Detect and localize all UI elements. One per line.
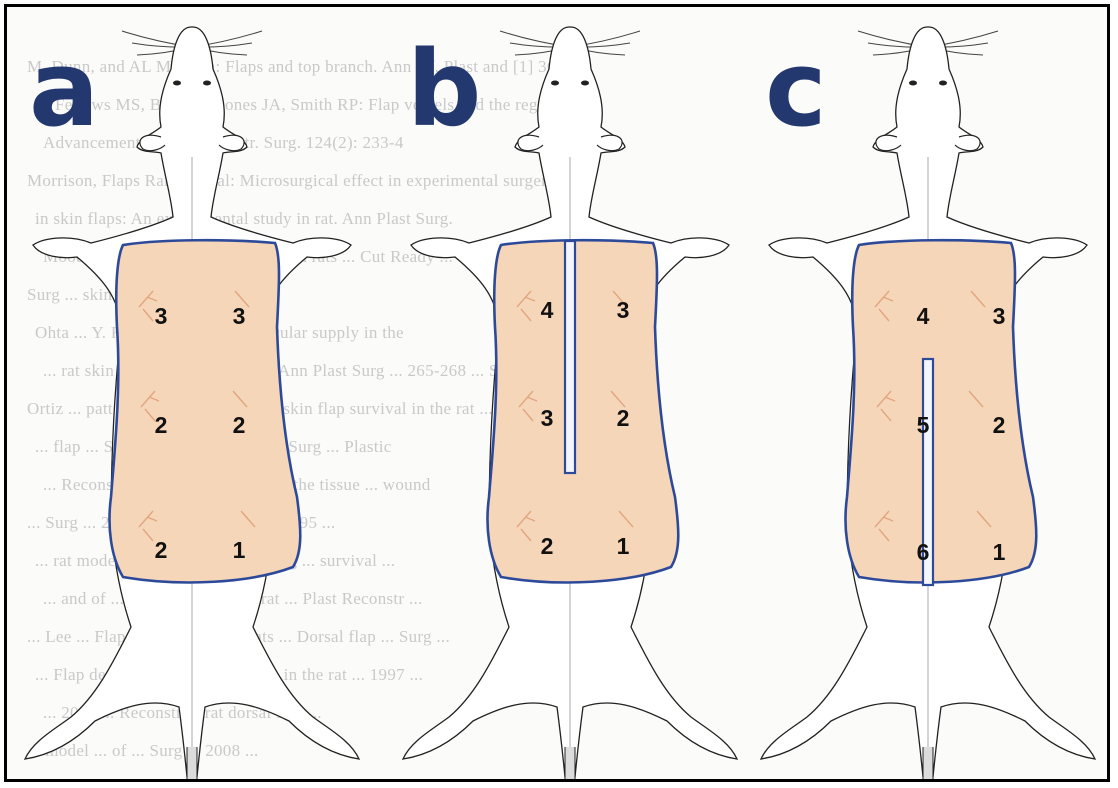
rat-eye [203,81,211,86]
region-number: 3 [532,405,562,431]
rat-eye [551,81,559,86]
rat-tail [923,747,933,782]
region-number: 5 [908,412,938,438]
region-number: 2 [984,412,1014,438]
rat-eye [581,81,589,86]
region-number: 1 [984,539,1014,565]
region-number: 1 [224,537,254,563]
rat-tail [565,747,575,782]
rat-eye [909,81,917,86]
panel-a: a 3 3 2 2 2 1 [11,7,381,782]
region-number: 3 [984,303,1014,329]
region-number: 3 [608,297,638,323]
rat-ear [140,135,165,150]
panel-label: a [29,37,97,141]
panel-label: c [765,37,825,141]
rat-eye [939,81,947,86]
figure-frame: M. Dunn, and AL Mehrara: Flaps and top b… [4,4,1110,782]
rat-ear [518,135,543,150]
rat-ear [597,135,622,150]
region-number: 4 [908,303,938,329]
rat-ear [955,135,980,150]
panel-c: c 4 3 5 2 6 1 [747,7,1110,782]
region-number: 2 [146,537,176,563]
skin-flap [488,240,679,582]
region-number: 3 [224,303,254,329]
region-number: 2 [224,412,254,438]
rat-tail [187,747,197,782]
rat-eye [173,81,181,86]
region-number: 4 [532,297,562,323]
region-number: 1 [608,533,638,559]
region-number: 2 [146,412,176,438]
region-number: 2 [608,405,638,431]
region-number: 2 [532,533,562,559]
region-number: 3 [146,303,176,329]
rat-ear [219,135,244,150]
panel-label: b [407,37,479,141]
midline-incision [565,241,575,473]
skin-flap [110,240,301,582]
rat-ear [876,135,901,150]
region-number: 6 [908,539,938,565]
panel-b: b 4 3 3 2 2 1 [389,7,759,782]
